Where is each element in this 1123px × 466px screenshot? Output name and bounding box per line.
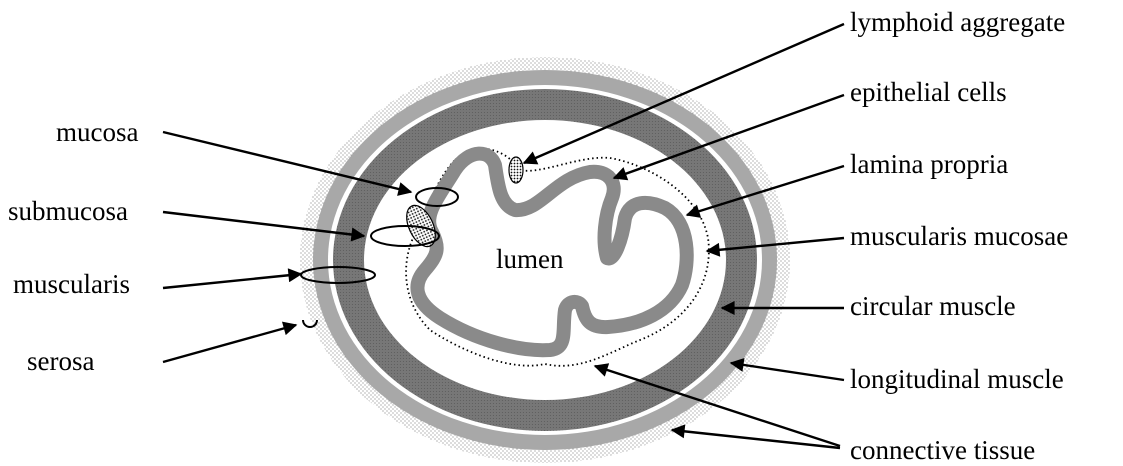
label-muscularis: muscularis — [13, 269, 130, 299]
leader-submucosa — [162, 210, 366, 242]
submucosa-marker — [370, 225, 440, 247]
label-submucosa: submucosa — [8, 196, 128, 226]
leader-connective-tissue-1 — [593, 363, 841, 448]
submucosal-lymphoid-aggregate — [406, 204, 436, 248]
leader-mucosa — [162, 130, 413, 196]
label-epithelial-cells: epithelial cells — [850, 77, 1007, 107]
label-connective-tissue: connective tissue — [850, 435, 1035, 465]
leader-serosa — [162, 321, 298, 364]
label-circular-muscle: circular muscle — [850, 291, 1016, 321]
epithelial-layer — [410, 146, 694, 358]
leader-epithelial-cells — [612, 93, 845, 181]
lumen-label: lumen — [496, 244, 564, 274]
leader-muscularis — [162, 268, 303, 290]
leader-lymphoid-aggregate — [522, 22, 845, 165]
lymphoid-aggregate — [508, 156, 524, 184]
muscularis-mucosae-boundary — [405, 147, 710, 367]
label-mucosa: mucosa — [56, 117, 138, 147]
leader-longitudinal-muscle — [729, 357, 845, 382]
leader-connective-tissue-2 — [670, 424, 841, 450]
mucosa-marker — [415, 187, 459, 207]
label-longitudinal-muscle: longitudinal muscle — [850, 364, 1064, 394]
leader-muscularis-mucosae — [705, 236, 845, 257]
label-lamina-propria: lamina propria — [850, 149, 1008, 179]
leader-lamina-propria — [685, 164, 845, 218]
label-muscularis-mucosae: muscularis mucosae — [850, 221, 1068, 251]
label-serosa: serosa — [27, 346, 94, 376]
label-lymphoid-aggregate: lymphoid aggregate — [850, 7, 1065, 37]
serosa-marker — [302, 319, 318, 328]
